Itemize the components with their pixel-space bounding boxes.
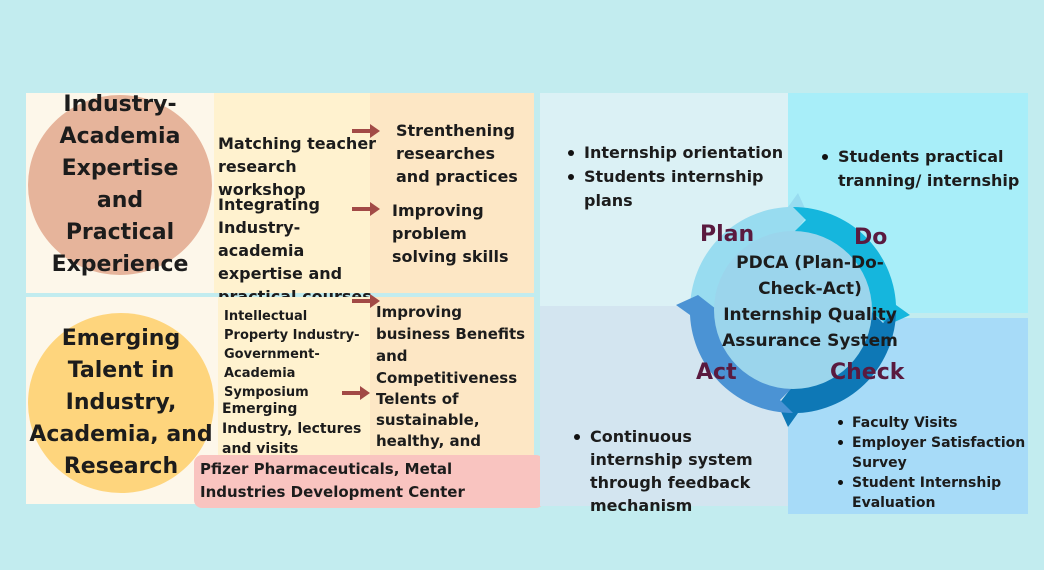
do-arc — [793, 206, 910, 325]
integrating-courses-text: Integrating Industry-academia expertise … — [218, 195, 372, 306]
arrow-right-icon — [352, 124, 380, 138]
plan-item-list: Internship orientation Students internsh… — [566, 141, 786, 213]
partners-box: Pfizer Pharmaceuticals, Metal Industries… — [194, 455, 544, 508]
arrow-right-icon — [352, 294, 380, 308]
plan-item: Students internship plans — [566, 165, 786, 213]
act-item-list: Continuous internship system through fee… — [572, 425, 787, 517]
act-label: Act — [696, 360, 737, 385]
partners-text: Pfizer Pharmaceuticals, Metal Industries… — [200, 460, 465, 501]
check-label: Check — [830, 360, 905, 385]
check-item-list: Faculty Visits Employer Satisfaction Sur… — [836, 413, 1026, 513]
improving-problem-solving-text: Improving problem solving skills — [392, 201, 509, 266]
matching-teacher-workshop-text: Matching teacher research workshop — [218, 134, 377, 199]
pdca-center-disc — [714, 231, 872, 389]
pdca-cycle-ring — [676, 193, 910, 427]
act-item: Continuous internship system through fee… — [572, 425, 787, 517]
plan-item: Internship orientation — [566, 141, 786, 165]
do-item-list: Students practical tranning/ internship — [820, 145, 1025, 193]
improving-business-text: Improving business Benefits and Competit… — [376, 303, 526, 387]
do-label: Do — [854, 225, 888, 250]
emerging-industry-lectures-text: Emerging Industry, lectures and visits — [222, 401, 362, 457]
do-item: Students practical tranning/ internship — [820, 145, 1025, 193]
strengthening-research-text: Strenthening researches and practices — [396, 121, 518, 186]
check-item: Faculty Visits — [836, 413, 1026, 433]
ip-symposium-text: Intellectual Property Industry-Governmen… — [224, 309, 360, 400]
industry-academia-expertise-label: Industry-Academia Expertise and Practica… — [51, 92, 189, 277]
top-block-right-panel — [370, 93, 534, 293]
industry-academia-expertise-circle: Industry-Academia Expertise and Practica… — [28, 92, 212, 277]
check-arc — [778, 310, 897, 427]
plan-label: Plan — [700, 222, 755, 247]
emerging-talent-circle: Emerging Talent in Industry, Academia, a… — [28, 313, 214, 493]
emerging-talent-label: Emerging Talent in Industry, Academia, a… — [29, 326, 213, 479]
arrow-right-icon — [342, 386, 370, 400]
pdca-center-text: PDCA (Plan-Do-Check-Act) Internship Qual… — [722, 253, 898, 351]
check-item: Employer Satisfaction Survey — [836, 433, 1026, 473]
top-block-middle-panel — [214, 93, 370, 293]
arrow-right-icon — [352, 202, 380, 216]
check-item: Student Internship Evaluation — [836, 473, 1026, 513]
plan-arc — [689, 193, 808, 310]
act-arc — [676, 295, 793, 414]
